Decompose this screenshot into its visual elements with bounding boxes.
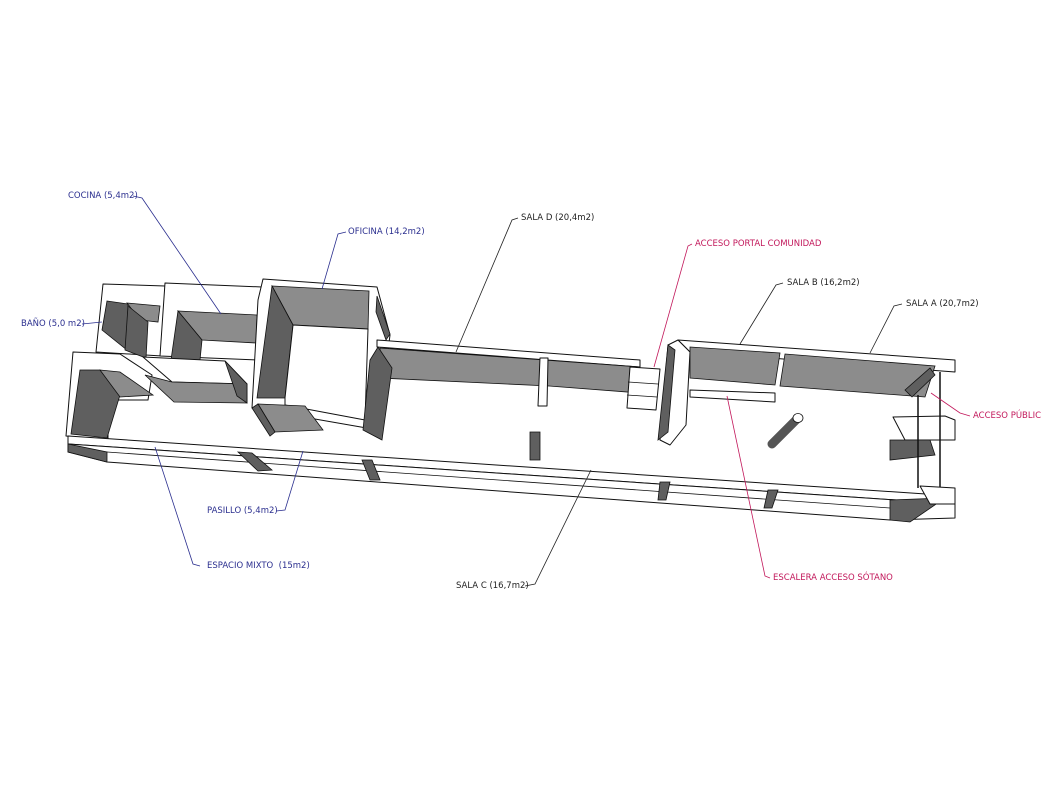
- sala-a-end-wall: [904, 367, 936, 398]
- leader-espacio-mixto: [154, 446, 201, 567]
- public-access-block: [889, 439, 936, 461]
- bathroom-block-side: [224, 360, 248, 404]
- leader-pasillo: [275, 450, 304, 512]
- sala-a-back-wall: [779, 353, 936, 398]
- leader-oficina: [321, 231, 347, 290]
- sala-d-partition: [537, 357, 549, 407]
- front-wall-recess-3: [657, 481, 671, 501]
- label-pasillo: PASILLO (5,4m2): [207, 506, 278, 516]
- label-sala-a: SALA A (20,7m2): [906, 299, 979, 309]
- front-wall-face: [67, 443, 956, 521]
- public-access-block-top: [892, 415, 956, 441]
- column: [767, 413, 803, 449]
- mixed-space-wall: [70, 369, 121, 439]
- stair-ledge: [689, 389, 776, 403]
- label-oficina: OFICINA (14,2m2): [348, 227, 425, 237]
- label-sala-c: SALA C (16,7m2): [456, 581, 529, 591]
- office-window-jamb: [375, 295, 391, 341]
- portal-stairs: [626, 366, 661, 411]
- label-bano: BAÑO (5,0 m2): [21, 319, 85, 329]
- front-wall-end-left: [67, 443, 108, 463]
- label-sala-d: SALA D (20,4m2): [521, 213, 595, 223]
- office-partition-side: [251, 403, 276, 437]
- sala-d-pillar: [529, 431, 541, 461]
- front-wall-recess-1: [236, 451, 274, 472]
- leader-sala-a: [869, 303, 903, 354]
- mixed-space-back: [99, 369, 155, 398]
- label-escalera: ESCALERA ACCESO SÓTANO: [773, 573, 893, 583]
- leader-sala-b: [739, 282, 784, 345]
- sala-b-back-wall: [689, 346, 781, 386]
- office-interior-floor: [284, 324, 369, 421]
- label-sala-b: SALA B (16,2m2): [787, 278, 860, 288]
- leader-bano: [81, 321, 103, 325]
- right-block-left-wall-face: [657, 344, 676, 441]
- label-cocina: COCINA (5,4m2): [68, 191, 138, 201]
- leader-acceso-publico: [930, 392, 971, 417]
- leader-acceso-portal: [653, 243, 693, 368]
- label-espacio-mixto: ESPACIO MIXTO (15m2): [207, 561, 310, 571]
- front-wall-top: [67, 435, 956, 505]
- leader-escalera: [726, 395, 771, 579]
- front-wall-end-block: [919, 485, 956, 505]
- label-acceso-portal: ACCESO PORTAL COMUNIDAD: [695, 239, 822, 249]
- leader-sala-c: [524, 469, 592, 587]
- label-acceso-publico: ACCESO PÚBLICO: [973, 411, 1041, 421]
- front-wall-recess-2: [361, 459, 381, 481]
- front-wall-recess-4: [763, 489, 779, 509]
- leader-cocina: [132, 195, 222, 315]
- sala-d-side-wall: [362, 346, 393, 441]
- leader-sala-d: [455, 217, 519, 353]
